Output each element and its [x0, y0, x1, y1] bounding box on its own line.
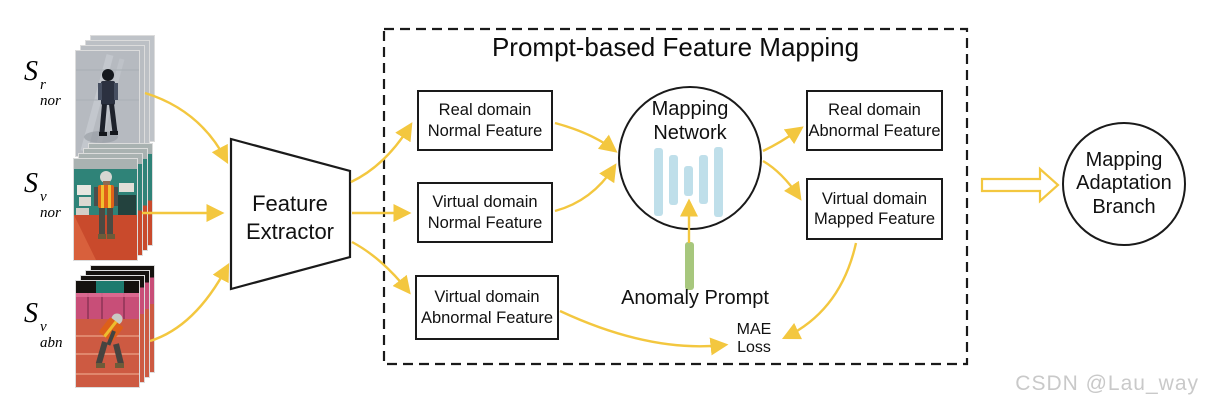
anomaly-prompt-label: Anomaly Prompt — [621, 287, 769, 309]
box-line: Real domain — [828, 101, 921, 120]
math-sub: nor — [40, 204, 61, 221]
clip-stack-front-layer — [73, 158, 138, 261]
math-sup: v — [40, 189, 47, 205]
math-sup: r — [40, 77, 46, 93]
virtual-normal-thumbnail — [74, 159, 137, 260]
clip-stack-front-layer — [75, 280, 140, 388]
real-normal-thumbnail — [76, 51, 139, 156]
math-sub: abn — [40, 334, 63, 351]
arrow-virtual-mapped-box-to-mae — [781, 242, 858, 340]
circle-line: Network — [653, 121, 727, 144]
mapping-adaptation-branch-node: Mapping Adaptation Branch — [1062, 122, 1186, 246]
virtual-abnormal-thumbnail — [76, 281, 139, 387]
arrow-virtual-abnormal-box-to-mae — [559, 309, 729, 356]
box-line: Virtual domain — [821, 189, 928, 208]
virtual-domain-mapped-feature-box: Virtual domain Mapped Feature — [806, 178, 943, 240]
box-line: Abnormal Feature — [808, 121, 941, 140]
virtual-domain-abnormal-feature-box: Virtual domain Abnormal Feature — [415, 275, 559, 340]
real-domain-abnormal-feature-box: Real domain Abnormal Feature — [806, 90, 943, 151]
mae-line: Loss — [737, 338, 771, 356]
virtual-abnormal-clip-stack — [75, 265, 157, 390]
arrow-extractor-to-real-normal-box — [350, 122, 413, 184]
mae-loss-label: MAE Loss — [728, 321, 780, 357]
box-line: Mapped Feature — [813, 210, 936, 228]
virtual-normal-clip-stack — [73, 143, 155, 263]
block-arrow-to-adaptation-branch — [980, 166, 1060, 204]
box-line: Real domain — [438, 101, 532, 120]
math-base: S — [24, 168, 38, 199]
virtual-domain-normal-feature-box: Virtual domain Normal Feature — [417, 182, 553, 243]
arrow-network-to-real-abnormal-box — [762, 126, 804, 153]
mae-line: MAE — [736, 321, 772, 338]
clip-stack-front-layer — [75, 50, 140, 157]
box-line: Normal Feature — [427, 213, 543, 232]
feature-extractor-label: Feature Extractor — [238, 190, 342, 245]
arrow-virtual-normal-box-to-network — [554, 163, 617, 213]
fe-line: Extractor — [245, 218, 335, 244]
arrow-real-normal-box-to-network — [554, 121, 618, 153]
anomaly-prompt-bar — [685, 242, 694, 290]
circle-line: Mapping — [1085, 148, 1163, 171]
box-line: Abnormal Feature — [420, 308, 554, 327]
arrow-network-to-virtual-mapped-box — [762, 159, 802, 201]
fe-line: Feature — [252, 191, 328, 216]
math-sup: v — [40, 319, 47, 335]
module-title: Prompt-based Feature Mapping — [491, 32, 860, 62]
mapping-network-node: Mapping Network — [618, 86, 762, 230]
math-base: S — [24, 56, 38, 87]
box-line: Normal Feature — [427, 121, 543, 140]
circle-line: Mapping — [651, 98, 729, 120]
real-normal-clip-stack — [75, 35, 155, 157]
arrow-virtual-abnormal-to-extractor — [149, 263, 230, 343]
box-line: Virtual domain — [434, 288, 540, 307]
arrow-extractor-to-virtual-abnormal-box — [351, 240, 411, 295]
box-line: Virtual domain — [432, 193, 538, 212]
circle-line: Branch — [1092, 195, 1156, 218]
math-sub: nor — [40, 92, 61, 109]
csdn-watermark: CSDN @Lau_way — [1015, 372, 1199, 395]
real-domain-normal-feature-box: Real domain Normal Feature — [417, 90, 553, 151]
arrow-real-normal-to-extractor — [144, 91, 229, 164]
math-base: S — [24, 298, 38, 329]
circle-line: Adaptation — [1076, 172, 1172, 195]
